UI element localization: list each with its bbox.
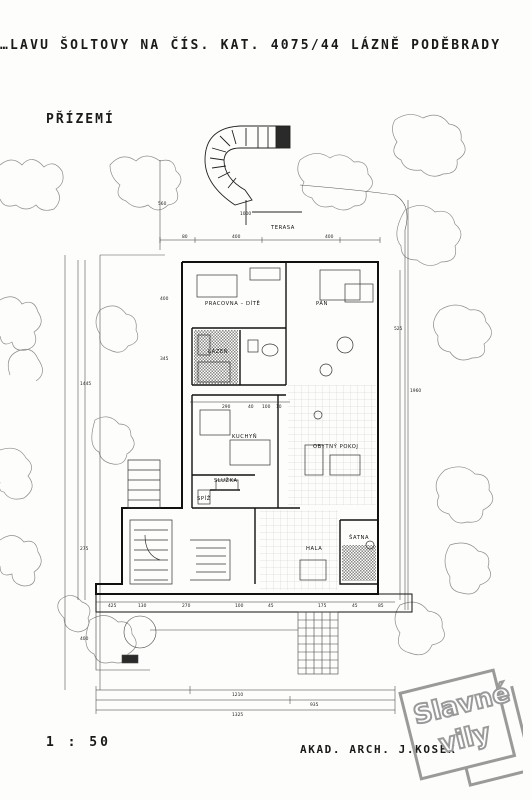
furniture xyxy=(127,267,375,585)
sheet-title: …LAVU ŠOLTOVY NA ČÍS. KAT. 4075/44 LÁZNĚ… xyxy=(0,38,502,53)
room-label-satna: ŠATNA xyxy=(349,534,369,541)
dim-mid-0: 290 xyxy=(222,404,231,410)
dim-bottom-6: 45 xyxy=(352,603,358,609)
dim-top-2: 1000 xyxy=(240,211,251,217)
dim-left-2: 345 xyxy=(160,356,169,362)
room-label-spiz: SPÍŽ xyxy=(197,494,211,502)
room-label-kuchyn: KUCHYŇ xyxy=(232,433,257,440)
slavne-vily-watermark: Slavné vily xyxy=(398,668,523,787)
floor-label: PŘÍZEMÍ xyxy=(46,112,115,127)
bathroom-tiles xyxy=(194,330,238,384)
dim-left-4: 275 xyxy=(80,546,89,552)
plot-boundary xyxy=(64,184,408,690)
hall-floor-grid xyxy=(260,510,338,590)
room-label-sluzka: SLUŽKA xyxy=(214,476,238,484)
landscape-trees xyxy=(0,114,494,664)
room-label-pan: PÁN xyxy=(316,300,328,307)
dim-bottom-5: 175 xyxy=(318,603,327,609)
dim-total-1210: 1210 xyxy=(232,692,243,698)
dim-bottom-7: 85 xyxy=(378,603,384,609)
wardrobe-tiles xyxy=(342,545,376,581)
dim-mid-3: 10 xyxy=(276,404,282,410)
dim-right-1: 1960 xyxy=(410,388,421,394)
spiral-stair xyxy=(204,125,302,225)
living-floor-grid xyxy=(288,385,376,505)
dim-mid-1: 40 xyxy=(248,404,254,410)
room-label-pracovna: PRACOVNA – DÍTĚ xyxy=(205,299,260,307)
room-label-hala: HALA xyxy=(306,546,322,552)
drawing-scale: 1 : 50 xyxy=(46,735,111,750)
dim-bottom-1: 130 xyxy=(138,603,147,609)
dim-total-935: 935 xyxy=(310,702,319,708)
interior-walls xyxy=(191,262,378,585)
dim-left-1: 400 xyxy=(160,296,169,302)
dim-top-0: 80 xyxy=(182,234,188,240)
dim-top-1: 400 xyxy=(232,234,241,240)
room-label-lazen: LÁZEŇ xyxy=(208,348,228,355)
dim-bottom-4: 45 xyxy=(268,603,274,609)
dim-bottom-2: 270 xyxy=(182,603,191,609)
dim-bottom-0: 425 xyxy=(108,603,117,609)
building-walls xyxy=(95,261,413,613)
dim-left-0: 560 xyxy=(158,201,167,207)
dim-right-0: 525 xyxy=(394,326,403,332)
dim-mid-2: 100 xyxy=(262,404,271,410)
front-paving xyxy=(95,611,339,675)
room-label-terasa: TERASA xyxy=(270,225,295,231)
dim-left-5: 400 xyxy=(80,636,89,642)
dimension-lines xyxy=(77,160,409,714)
dim-top-3: 400 xyxy=(325,234,334,240)
dim-bottom-3: 100 xyxy=(235,603,244,609)
dim-total-1325: 1325 xyxy=(232,712,243,718)
room-label-obytny: OBYTNÝ POKOJ xyxy=(313,443,359,450)
dim-left-3: 1445 xyxy=(80,381,91,387)
